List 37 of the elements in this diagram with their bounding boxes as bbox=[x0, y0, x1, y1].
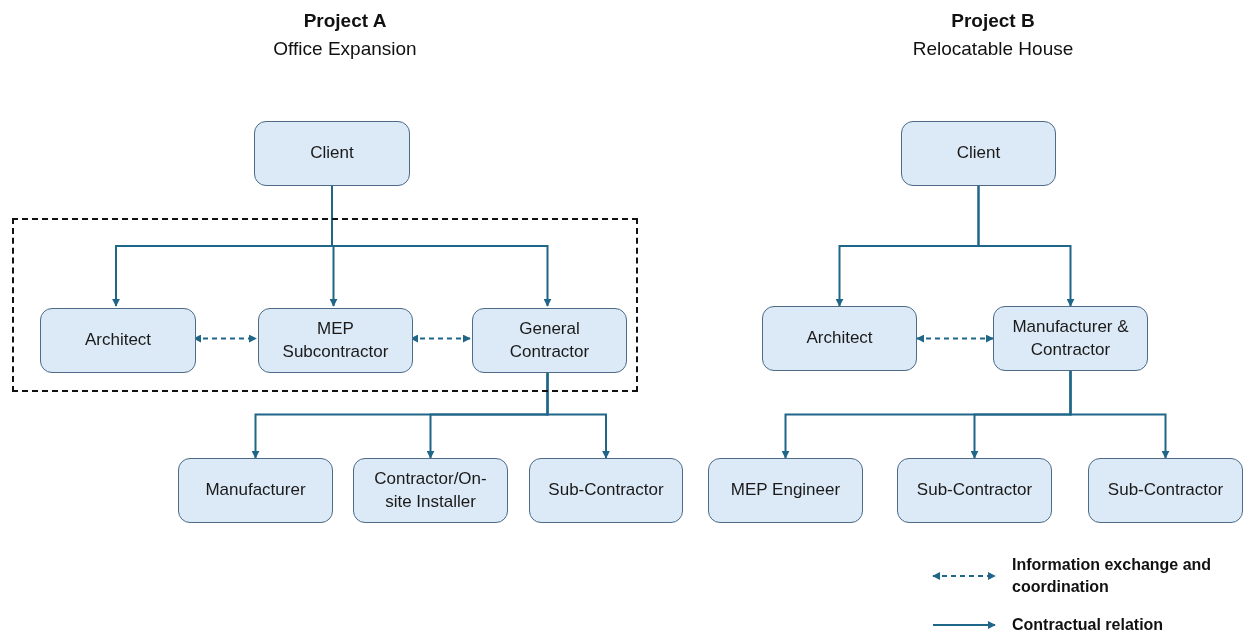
process-box bbox=[708, 458, 863, 523]
node-label: Architect bbox=[806, 327, 873, 350]
process-box bbox=[472, 308, 627, 373]
node-label: Sub-Contractor bbox=[1107, 479, 1224, 502]
node-label: MEP Subcontractor bbox=[281, 318, 390, 363]
node-label: MEP Engineer bbox=[730, 479, 841, 502]
node-label: Sub-Contractor bbox=[548, 479, 664, 502]
process-box bbox=[353, 458, 508, 523]
arrow bbox=[331, 185, 552, 307]
process-box bbox=[40, 308, 196, 373]
process-box bbox=[901, 121, 1056, 186]
node-label: General Contractor bbox=[508, 318, 591, 363]
legend-label: Information exchange and coordination bbox=[1012, 555, 1213, 597]
process-box bbox=[529, 458, 683, 523]
process-box bbox=[254, 121, 410, 186]
project-subtitle: Office Expansion bbox=[272, 38, 418, 60]
node-label: Contractor/On-site Installer bbox=[373, 468, 488, 513]
project-title: Project A bbox=[302, 10, 388, 32]
process-box bbox=[178, 458, 333, 523]
node-label: Manufacturer bbox=[205, 479, 306, 502]
arrow bbox=[977, 185, 1075, 307]
project-subtitle: Relocatable House bbox=[911, 38, 1075, 60]
node-label: Client bbox=[310, 142, 354, 165]
process-box bbox=[1088, 458, 1243, 523]
dashed-arrow bbox=[916, 334, 994, 343]
dashed-group-box bbox=[12, 218, 638, 392]
arrow bbox=[1069, 370, 1170, 459]
process-box bbox=[897, 458, 1052, 523]
process-box bbox=[762, 306, 917, 371]
node-label: Manufacturer & Contractor bbox=[1011, 316, 1130, 361]
project-title: Project B bbox=[950, 10, 1036, 32]
node-label: Sub-Contractor bbox=[916, 479, 1033, 502]
legend-label: Contractual relation bbox=[1012, 615, 1165, 635]
process-box bbox=[258, 308, 413, 373]
process-box bbox=[993, 306, 1148, 371]
node-label: Architect bbox=[84, 329, 152, 352]
node-label: Client bbox=[956, 142, 1001, 165]
